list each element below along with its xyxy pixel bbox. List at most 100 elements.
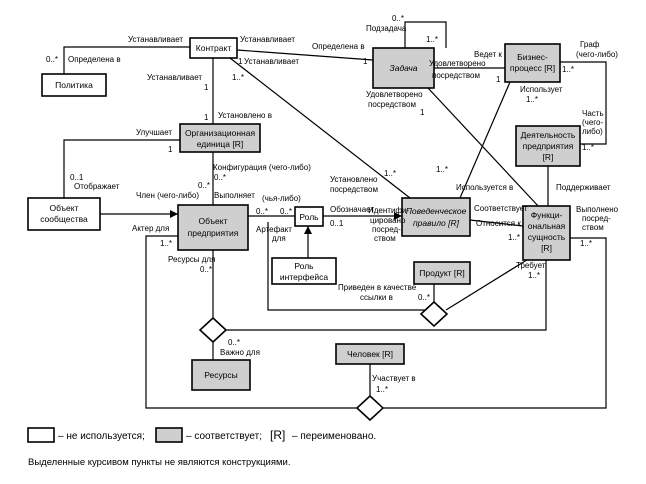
label-graph-2: (чего-либо) xyxy=(576,50,618,59)
label-defined-in-task: Определена в xyxy=(312,42,365,51)
edge-task-subtask xyxy=(404,21,447,48)
mult-improves: 1 xyxy=(168,145,173,154)
label-important-for: Важно для xyxy=(220,348,260,357)
entity-functional-entity[interactable]: Функци- ональная сущность [R] xyxy=(522,205,571,261)
entity-enterprise-activity[interactable]: Деятельность предприятия [R] xyxy=(515,125,581,167)
multiplicity-labels: 0..* 0..* 1..* 1 1 1 1..* 1 1..* 1 1..* … xyxy=(46,14,594,394)
mult-org-top: 1 xyxy=(204,113,209,122)
entity-resources[interactable]: Ресурсы xyxy=(191,359,251,391)
entity-person[interactable]: Человек [R] xyxy=(335,343,405,365)
person-diamond xyxy=(355,394,385,422)
edge-hdiamond-fe xyxy=(383,237,607,409)
label-satisfied-2: посредством xyxy=(432,71,480,80)
label-subtask: Подзадача xyxy=(366,24,407,33)
legend: – не используется; – соответствует; [R] … xyxy=(27,427,376,468)
label-identified-3: посред- xyxy=(372,225,401,234)
label-reflects: Отображает xyxy=(74,182,120,191)
arrowheads xyxy=(170,210,402,234)
edge-bp-rule xyxy=(459,81,511,199)
entity-role[interactable]: Роль xyxy=(294,206,324,227)
org-label-1: Организационная xyxy=(185,128,256,138)
entity-enterprise-object[interactable]: Объект предприятия xyxy=(177,204,249,251)
label-established-in: Установлено в xyxy=(218,111,272,120)
product-diamond xyxy=(419,300,449,328)
mult-task-bottom: 1 xyxy=(420,108,425,117)
role-label: Роль xyxy=(299,212,319,222)
label-established-by-2: посредством xyxy=(330,185,378,194)
label-configuration: Конфигурация (чего-либо) xyxy=(213,163,311,172)
entity-community-object[interactable]: Объект сообщества xyxy=(27,197,101,231)
label-reduced-1: Приведен в качестве xyxy=(338,283,417,292)
label-artifact-1: Артефакт xyxy=(256,225,292,234)
rule-label-1: Поведенческое xyxy=(406,206,467,216)
mult-config: 0..* xyxy=(214,173,226,182)
label-part-3: либо) xyxy=(582,127,603,136)
mult-subtask-loop: 1..* xyxy=(426,35,438,44)
label-performed-1: Выполнено xyxy=(576,205,619,214)
entity-product[interactable]: Продукт [R] xyxy=(413,261,471,285)
fe-label-2: ональная xyxy=(528,221,566,231)
resources-diamond xyxy=(198,316,228,344)
fe-label-3: сущность xyxy=(528,232,566,242)
mult-fe-right: 1..* xyxy=(580,239,592,248)
label-whose: (чья-либо) xyxy=(262,194,301,203)
label-contract-sets-right: Устанавливает xyxy=(240,35,295,44)
contract-label: Контракт xyxy=(196,43,232,53)
mult-uses: 1..* xyxy=(526,95,538,104)
mult-product: 0..* xyxy=(418,293,430,302)
label-satisfied-3: Удовлетворено xyxy=(366,90,423,99)
label-used-in: Используется в xyxy=(456,183,513,192)
entity-policy[interactable]: Политика xyxy=(41,73,107,97)
label-corresponds: Соответствует xyxy=(474,204,528,213)
edge-rule-fe xyxy=(469,219,524,227)
label-contract-sets-left: Устанавливает xyxy=(128,35,183,44)
mult-bp-right: 1..* xyxy=(562,65,574,74)
mult-subtask-top: 0..* xyxy=(392,14,404,23)
mult-artifact: 0..* xyxy=(280,207,292,216)
task-label: Задача xyxy=(390,63,418,73)
label-supports: Поддерживает xyxy=(556,183,611,192)
entity-interface-role[interactable]: Роль интерфейса xyxy=(271,257,337,285)
edge-contract-task xyxy=(236,49,374,61)
relationship-labels: Устанавливает Устанавливает Определена в… xyxy=(68,24,619,383)
community-label-1: Объект xyxy=(50,203,79,213)
mult-rule-top: 1..* xyxy=(436,165,448,174)
rule-label-2: правило [R] xyxy=(413,218,460,228)
mult-person: 1..* xyxy=(376,385,388,394)
mult-contract-below: 1 xyxy=(204,83,209,92)
edge-artifact-loop xyxy=(267,222,425,311)
entity-business-rule[interactable]: Поведенческое правило [R] xyxy=(401,197,471,237)
mult-resources: 0..* xyxy=(228,338,240,347)
label-reduced-2: ссылки в xyxy=(360,293,393,302)
entity-task[interactable]: Задача xyxy=(372,47,435,89)
mult-activity: 1..* xyxy=(582,143,594,152)
mult-fe-left: 1..* xyxy=(508,233,520,242)
legend-corresponds: – соответствует; xyxy=(186,431,262,442)
entity-org-unit[interactable]: Организационная единица [R] xyxy=(179,123,261,153)
legend-renamed-mark: [R] xyxy=(270,428,285,442)
community-label-2: сообщества xyxy=(40,214,88,224)
label-requires: Требует xyxy=(516,261,546,270)
mult-eo-left: 1..* xyxy=(160,239,172,248)
resources-label: Ресурсы xyxy=(204,370,238,380)
entity-contract[interactable]: Контракт xyxy=(189,37,238,59)
edge-resdiamond-fe xyxy=(226,260,547,331)
edge-orgunit-community xyxy=(63,139,180,198)
edge-task-fe xyxy=(427,87,541,209)
label-identified-1: Идентифи- xyxy=(368,206,409,215)
connections xyxy=(63,21,607,409)
mult-role-top: 0..* xyxy=(256,207,268,216)
product-label: Продукт [R] xyxy=(419,268,465,278)
edge-hdiamond-eo xyxy=(145,235,357,409)
label-graph-1: Граф xyxy=(580,40,600,49)
label-performed-3: ством xyxy=(582,223,604,232)
label-designates: Обозначает xyxy=(330,205,374,214)
label-contract-sets-down: Устанавливает xyxy=(147,73,202,82)
interface-label-1: Роль xyxy=(294,261,314,271)
org-label-2: единица [R] xyxy=(197,139,244,149)
label-improves: Улучшает xyxy=(136,128,172,137)
entity-business-process[interactable]: Бизнес- процесс [R] xyxy=(504,43,561,83)
eo-label-2: предприятия xyxy=(188,228,239,238)
label-performs: Выполняет xyxy=(214,191,255,200)
edge-bp-graph xyxy=(560,61,607,145)
